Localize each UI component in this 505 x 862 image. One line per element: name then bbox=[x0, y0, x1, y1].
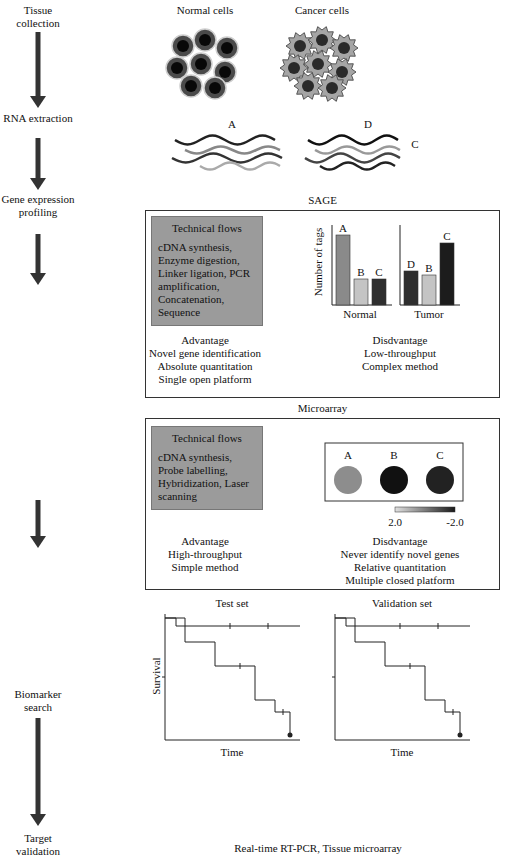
bar-label: A bbox=[339, 222, 347, 235]
disadvantage-heading: Disdvantage bbox=[373, 535, 428, 548]
tag-bar-chart bbox=[332, 225, 460, 305]
axis-label: Number of tags bbox=[312, 228, 325, 296]
rna-label: C bbox=[411, 138, 418, 151]
spot-label: A bbox=[344, 449, 352, 462]
survival-plot bbox=[162, 614, 300, 740]
box-body: cDNA synthesis, Enzyme digestion, Linker… bbox=[158, 241, 256, 319]
scale-value: 2.0 bbox=[388, 516, 402, 529]
stage-label: RNA extraction bbox=[2, 112, 74, 125]
bar-label: D bbox=[407, 258, 415, 271]
box-heading: Technical flows bbox=[158, 432, 256, 445]
disadvantage-item: Low-throughput bbox=[364, 347, 436, 360]
rna-label: D bbox=[364, 118, 372, 131]
group-label: Tumor bbox=[414, 308, 444, 321]
cell-label: Cancer cells bbox=[295, 4, 349, 17]
rna-strand bbox=[200, 162, 280, 169]
flow-arrow bbox=[30, 234, 46, 285]
spot-label: C bbox=[436, 449, 443, 462]
advantage-item: Simple method bbox=[172, 561, 239, 574]
axis-label: Survival bbox=[150, 657, 163, 694]
box-heading: Technical flows bbox=[158, 222, 256, 235]
axis-label: Time bbox=[221, 746, 244, 759]
stage-label: Tissue collection bbox=[2, 4, 74, 30]
bar-label: B bbox=[357, 266, 364, 279]
bar-label: C bbox=[375, 266, 382, 279]
advantage-heading: Advantage bbox=[181, 334, 229, 347]
advantage-heading: Advantage bbox=[181, 535, 229, 548]
panel-heading: SAGE bbox=[146, 194, 499, 207]
stage-label: Gene expression profiling bbox=[0, 193, 80, 219]
disadvantage-item: Complex method bbox=[362, 360, 438, 373]
cancer-cells bbox=[280, 27, 358, 102]
advantage-item: Single open platform bbox=[159, 373, 252, 386]
flow-arrow bbox=[30, 500, 46, 548]
advantage-item: Novel gene identification bbox=[149, 347, 261, 360]
survival-plot bbox=[332, 614, 470, 740]
rna-strand bbox=[308, 135, 398, 144]
box-body: cDNA synthesis, Probe labelling, Hybridi… bbox=[158, 451, 256, 503]
flow-arrow bbox=[30, 718, 46, 826]
spot-label: B bbox=[390, 449, 397, 462]
group-label: Normal bbox=[343, 308, 377, 321]
stage-label: Biomarker search bbox=[2, 688, 74, 714]
microarray-spots bbox=[325, 443, 463, 512]
rna-strand bbox=[175, 135, 275, 144]
rna-strand bbox=[172, 153, 282, 162]
plot-title: Validation set bbox=[372, 597, 432, 610]
rna-label: A bbox=[228, 118, 236, 131]
panel-heading: Microarray bbox=[146, 402, 499, 415]
flow-arrow bbox=[30, 138, 46, 190]
normal-cells bbox=[166, 29, 238, 99]
disadvantage-heading: Disdvantage bbox=[373, 334, 428, 347]
disadvantage-item: Multiple closed platform bbox=[345, 574, 454, 587]
method-note: Real-time RT-PCR, Tissue microarray bbox=[234, 842, 402, 855]
bar-label: B bbox=[425, 262, 432, 275]
disadvantage-item: Relative quantitation bbox=[354, 561, 446, 574]
bar-label: C bbox=[443, 230, 450, 243]
axis-label: Time bbox=[391, 746, 414, 759]
scale-value: -2.0 bbox=[446, 516, 463, 529]
plot-title: Test set bbox=[215, 597, 248, 610]
technical-flows-box: Technical flows cDNA synthesis, Enzyme di… bbox=[151, 216, 263, 326]
stage-label: Target validation bbox=[2, 832, 74, 858]
flow-arrow bbox=[30, 32, 46, 108]
technical-flows-box: Technical flows cDNA synthesis, Probe lab… bbox=[151, 426, 263, 510]
advantage-item: High-throughput bbox=[168, 548, 242, 561]
rna-strand bbox=[320, 162, 395, 169]
advantage-item: Absolute quantitation bbox=[157, 360, 252, 373]
cell-label: Normal cells bbox=[177, 4, 234, 17]
disadvantage-item: Never identify novel genes bbox=[341, 548, 460, 561]
